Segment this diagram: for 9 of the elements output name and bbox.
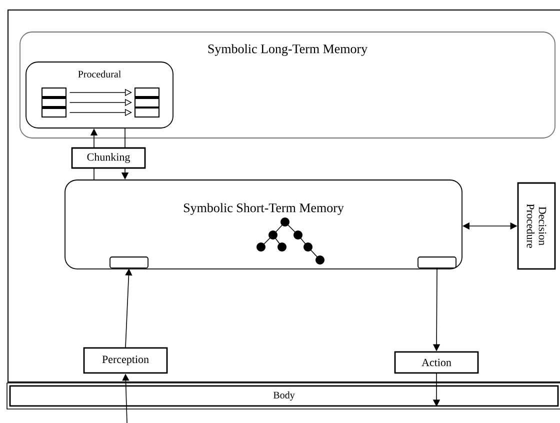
port-box xyxy=(110,256,148,268)
memory-box: Symbolic Short-Term Memory xyxy=(64,180,462,270)
process-box: Chunking xyxy=(71,147,146,169)
process-box: Perception xyxy=(83,347,168,374)
body-band: Body xyxy=(6,382,560,410)
process-box: Action xyxy=(394,351,479,374)
process-box: Decision Procedure xyxy=(517,182,556,270)
procedural-box: Procedural xyxy=(26,62,174,128)
port-box xyxy=(418,256,456,268)
